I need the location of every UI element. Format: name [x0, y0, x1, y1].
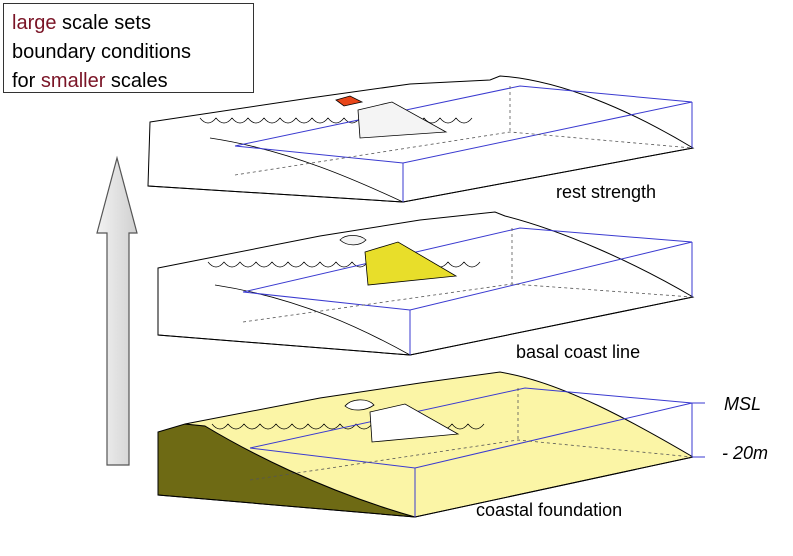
top-slab-hidden-lines	[234, 131, 693, 176]
legend-line-3-rest: scales	[105, 70, 168, 92]
middle-slab	[157, 211, 695, 356]
label-coastal-foundation: coastal foundation	[476, 500, 623, 520]
legend-highlight-smaller: smaller	[40, 70, 106, 92]
label-depth: - 20m	[722, 443, 769, 463]
bottom-slab	[157, 371, 705, 518]
label-basal-coast-line: basal coast line	[516, 342, 641, 362]
middle-slab-yellow-block	[364, 241, 458, 286]
bottom-slab-hidden-lines	[249, 439, 693, 481]
legend-line-1: large scale sets	[12, 9, 245, 38]
bottom-slab-white-block	[369, 403, 460, 443]
middle-slab-slope	[214, 284, 411, 356]
label-rest-strength: rest strength	[556, 182, 657, 202]
legend-highlight-large: large	[12, 12, 57, 34]
legend-line-3: for smaller scales	[12, 67, 245, 96]
legend-line-3-prefix: for	[12, 70, 41, 92]
bottom-slab-white-blob	[344, 399, 375, 411]
top-slab-white-block	[357, 101, 448, 139]
top-slab	[147, 75, 695, 203]
top-slab-crest-bumps	[199, 117, 473, 124]
middle-slab-body	[157, 211, 695, 356]
top-slab-slope	[209, 137, 404, 203]
legend-line-1-rest: scale sets	[56, 12, 151, 34]
label-msl: MSL	[724, 394, 762, 414]
legend-line-2: boundary conditions	[12, 41, 192, 63]
legend-box: large scale sets boundary conditions for…	[3, 3, 254, 93]
upward-arrow-icon	[96, 155, 138, 466]
middle-slab-white-blob	[339, 235, 367, 246]
top-slab-red-block	[335, 95, 364, 107]
